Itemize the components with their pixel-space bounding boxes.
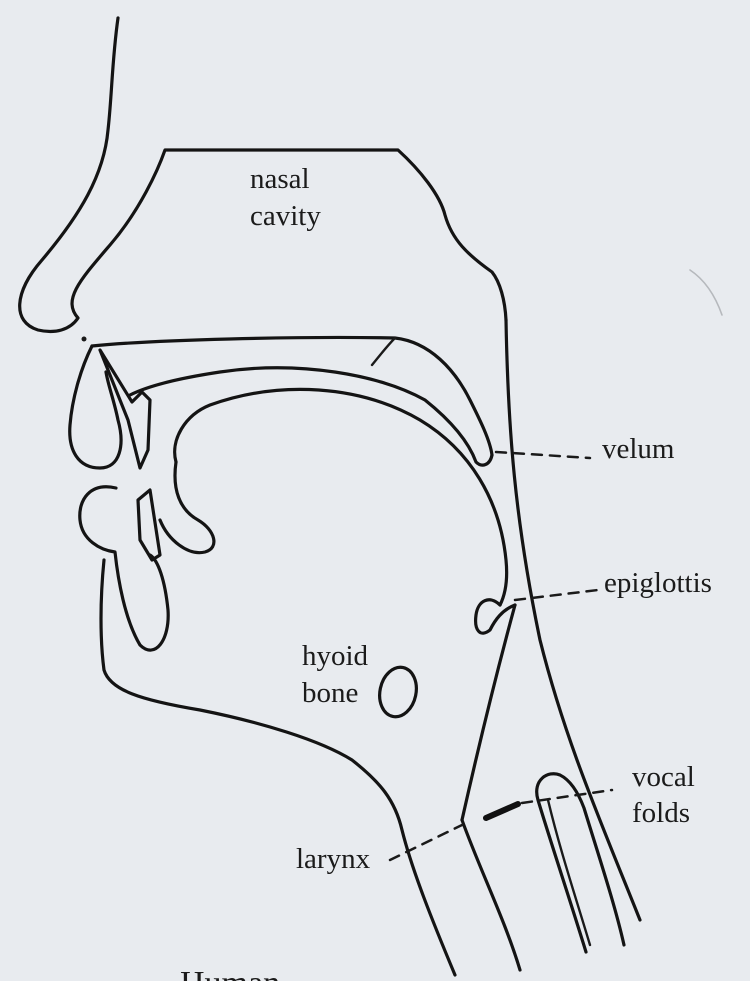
scan-artifact-mark	[690, 270, 722, 315]
hyoid-label-line1: hyoid	[302, 640, 369, 672]
bottom-caption: Human	[180, 965, 280, 981]
epiglottis-leader	[515, 590, 598, 600]
tongue-tip	[160, 462, 214, 553]
vocal-fold-mark	[486, 804, 518, 818]
larynx-label: larynx	[296, 843, 371, 875]
nasal-label-line2: cavity	[250, 200, 321, 232]
velum-leader	[496, 452, 590, 458]
trachea-inner-wall	[548, 800, 590, 945]
velum-outline	[130, 368, 492, 465]
trachea-tube	[537, 774, 624, 952]
larynx-front-wall	[462, 820, 520, 970]
nasal-label-line1: nasal	[250, 163, 310, 195]
velum-label: velum	[602, 433, 675, 465]
hard-palate-top	[92, 337, 492, 455]
lower-incisor	[138, 490, 160, 560]
lower-lip	[80, 487, 168, 650]
vocal-label-line1: vocal	[632, 761, 695, 793]
hyoid-bone-shape	[375, 664, 421, 720]
vocal-label-line2: folds	[632, 797, 690, 829]
hyoid-label-line2: bone	[302, 677, 358, 709]
nostril-dot	[82, 337, 87, 342]
pharynx-back-wall	[506, 320, 640, 920]
pharynx-front-wall	[462, 605, 515, 820]
upper-incisor	[100, 350, 150, 468]
upper-lip	[70, 346, 121, 468]
epiglottis-label: epiglottis	[604, 567, 712, 599]
palate-divider	[372, 338, 395, 365]
chin-jaw-outline	[101, 560, 455, 975]
tongue-surface	[175, 389, 507, 605]
